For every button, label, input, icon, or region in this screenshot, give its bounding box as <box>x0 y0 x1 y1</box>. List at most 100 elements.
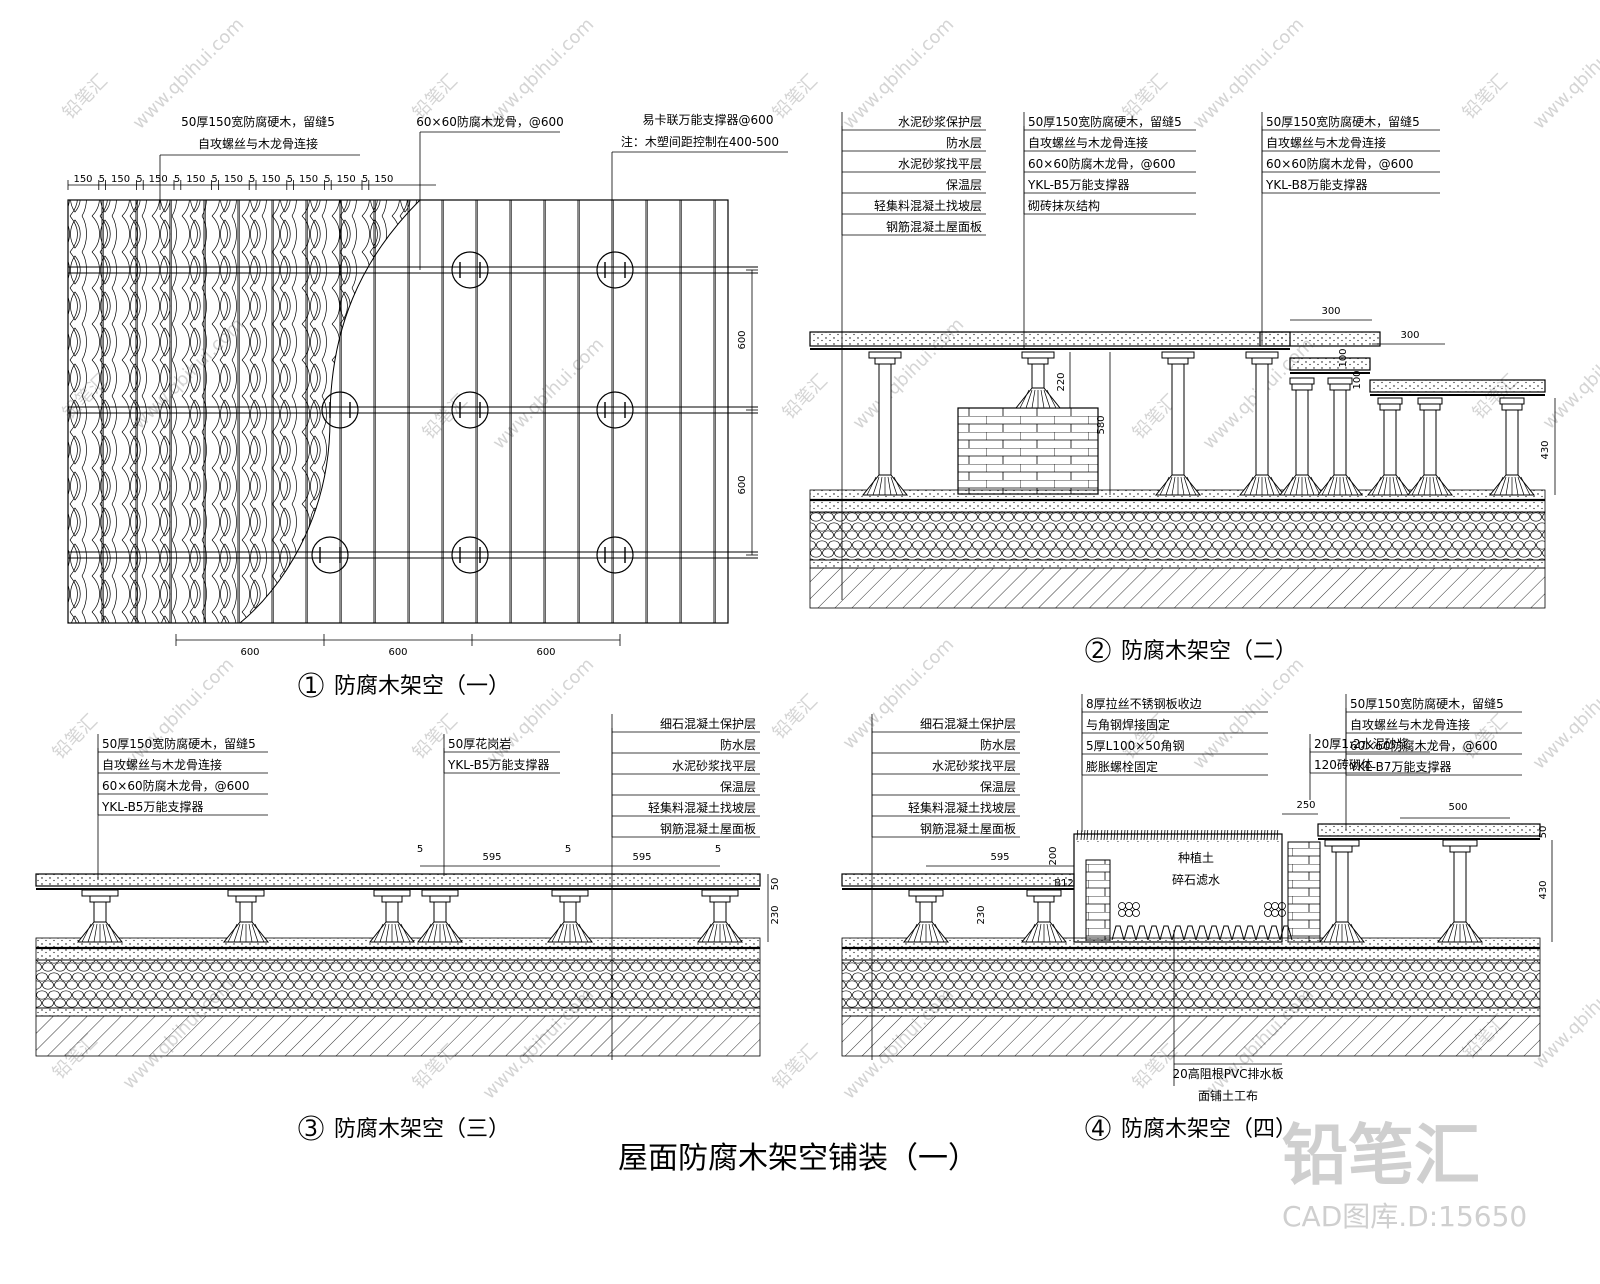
note-text: 50厚花岗岩 <box>448 736 511 751</box>
pedestal-symbol <box>451 391 489 429</box>
note-text: 种植土 <box>1178 850 1214 865</box>
note-text: YKL-B8万能支撑器 <box>1265 177 1367 192</box>
note-text: 20高阻根PVC排水板 <box>1172 1066 1283 1081</box>
note-text: 60×60防腐木龙骨，@600 <box>416 114 564 129</box>
dim-label: 500 <box>1448 802 1467 813</box>
note-text: 50厚150宽防腐硬木，留缝5 <box>1028 114 1182 129</box>
dim-label: 150 <box>261 174 280 185</box>
dim-label: 150 <box>149 174 168 185</box>
note-text: 60×60防腐木龙骨，@600 <box>1350 738 1498 753</box>
dim-label: 150 <box>374 174 393 185</box>
watermark-brand: 铅笔汇 <box>59 71 112 124</box>
note-text: 水泥砂浆找平层 <box>672 758 756 773</box>
dim-label: 595 <box>990 852 1009 863</box>
pedestal-symbol <box>596 536 634 574</box>
watermark-id: CAD图库.D:15650 <box>1282 1200 1527 1233</box>
note-text: 水泥砂浆找平层 <box>932 758 1016 773</box>
watermark-site: www.qbihui.com <box>479 654 599 774</box>
detail-number: 3 <box>304 1117 318 1142</box>
detail-number-circle <box>298 1115 324 1141</box>
detail-caption: 防腐木架空（三） <box>334 1117 510 1142</box>
note-text: 50厚150宽防腐硬木，留缝5 <box>1266 114 1420 129</box>
note-text: 注：木塑间距控制在400-500 <box>621 134 779 149</box>
dim-label: 150 <box>111 174 130 185</box>
detail-number: 2 <box>1091 639 1105 664</box>
note-text: YKL-B7万能支撑器 <box>1349 759 1451 774</box>
pedestal-symbol <box>451 536 489 574</box>
note-text: 50厚150宽防腐硬木，留缝5 <box>1350 696 1504 711</box>
detail-caption: 防腐木架空（一） <box>334 674 510 699</box>
watermark-site: www.qbihui.com <box>1529 654 1600 774</box>
note-text: 保温层 <box>720 780 756 794</box>
dim-label: 5 <box>287 174 293 185</box>
watermark-brand: 铅笔汇 <box>769 691 822 744</box>
pedestal-symbol <box>596 391 634 429</box>
note-text: 膨胀螺栓固定 <box>1086 759 1158 774</box>
pedestal-symbol <box>451 251 489 289</box>
note-text: YKL-B5万能支撑器 <box>1027 177 1129 192</box>
detail-number-circle <box>1085 637 1111 663</box>
note-text: 面铺土工布 <box>1198 1089 1258 1103</box>
note-text: 与角钢焊接固定 <box>1086 717 1170 732</box>
dim-label: B12 <box>1054 878 1074 889</box>
note-text: 自攻螺丝与木龙骨连接 <box>1266 135 1386 150</box>
watermark-site: www.qbihui.com <box>1539 314 1600 434</box>
dim-label: 5 <box>249 174 255 185</box>
sheet-title: 屋面防腐木架空铺装（一） <box>618 1141 978 1176</box>
dim-label: 150 <box>224 174 243 185</box>
dim-label: 5 <box>99 174 105 185</box>
watermark-site: www.qbihui.com <box>119 654 239 774</box>
dim-label: 100 <box>1352 370 1363 389</box>
dim-label: 5 <box>362 174 368 185</box>
dim-label: 600 <box>240 647 259 658</box>
detail-number: 1 <box>304 674 318 699</box>
dim-label: 580 <box>1096 415 1107 434</box>
detail-1-plan <box>67 131 788 698</box>
watermark-logo: 铅笔汇 <box>1282 1117 1480 1194</box>
note-text: YKL-B5万能支撑器 <box>447 757 549 772</box>
note-text: 8厚拉丝不锈钢板收边 <box>1086 696 1202 711</box>
note-text: 钢筋混凝土屋面板 <box>886 219 982 234</box>
dim-label: 150 <box>73 174 92 185</box>
dim-label: 5 <box>136 174 142 185</box>
note-text: 60×60防腐木龙骨，@600 <box>1028 156 1176 171</box>
dim-label: 150 <box>337 174 356 185</box>
dim-label: 250 <box>1296 800 1315 811</box>
note-text: 60×60防腐木龙骨，@600 <box>102 778 250 793</box>
note-text: 5厚L100×50角钢 <box>1086 739 1185 753</box>
dim-label: 5 <box>211 174 217 185</box>
note-text: 保温层 <box>946 178 982 192</box>
note-text: 保温层 <box>980 780 1016 794</box>
watermark-brand: 铅笔汇 <box>769 1041 822 1094</box>
note-text: 50厚150宽防腐硬木，留缝5 <box>181 114 335 129</box>
dim-label: 595 <box>482 852 501 863</box>
watermark-brand: 铅笔汇 <box>1459 71 1512 124</box>
watermark-brand: 铅笔汇 <box>419 391 472 444</box>
dim-label: 300 <box>1400 330 1419 341</box>
dim-label: 600 <box>737 475 748 494</box>
detail-number-circle <box>1085 1115 1111 1141</box>
dim-label: 150 <box>186 174 205 185</box>
note-text: 轻集料混凝土找坡层 <box>648 800 756 815</box>
watermark-site: www.qbihui.com <box>1189 654 1309 774</box>
note-text: 防水层 <box>720 737 756 752</box>
dim-label: 50 <box>770 878 781 891</box>
pedestal-symbol <box>311 536 349 574</box>
dim-label: 300 <box>1321 306 1340 317</box>
note-text: 水泥砂浆找平层 <box>898 156 982 171</box>
dim-label: 430 <box>1540 440 1551 459</box>
dim-label: 430 <box>1538 880 1549 899</box>
note-text: 120砖砌体 <box>1314 757 1373 772</box>
detail-caption: 防腐木架空（四） <box>1121 1117 1297 1142</box>
note-text: 自攻螺丝与木龙骨连接 <box>1350 717 1470 732</box>
note-text: 钢筋混凝土屋面板 <box>920 821 1016 836</box>
dim-label: 5 <box>715 844 721 855</box>
watermark-brand: 铅笔汇 <box>49 711 102 764</box>
note-text: 碎石滤水 <box>1172 872 1220 887</box>
dim-label: 600 <box>536 647 555 658</box>
note-text: 轻集料混凝土找坡层 <box>908 800 1016 815</box>
watermark-brand: 铅笔汇 <box>769 71 822 124</box>
note-text: 自攻螺丝与木龙骨连接 <box>102 757 222 772</box>
note-text: 易卡联万能支撑器@600 <box>643 112 774 127</box>
